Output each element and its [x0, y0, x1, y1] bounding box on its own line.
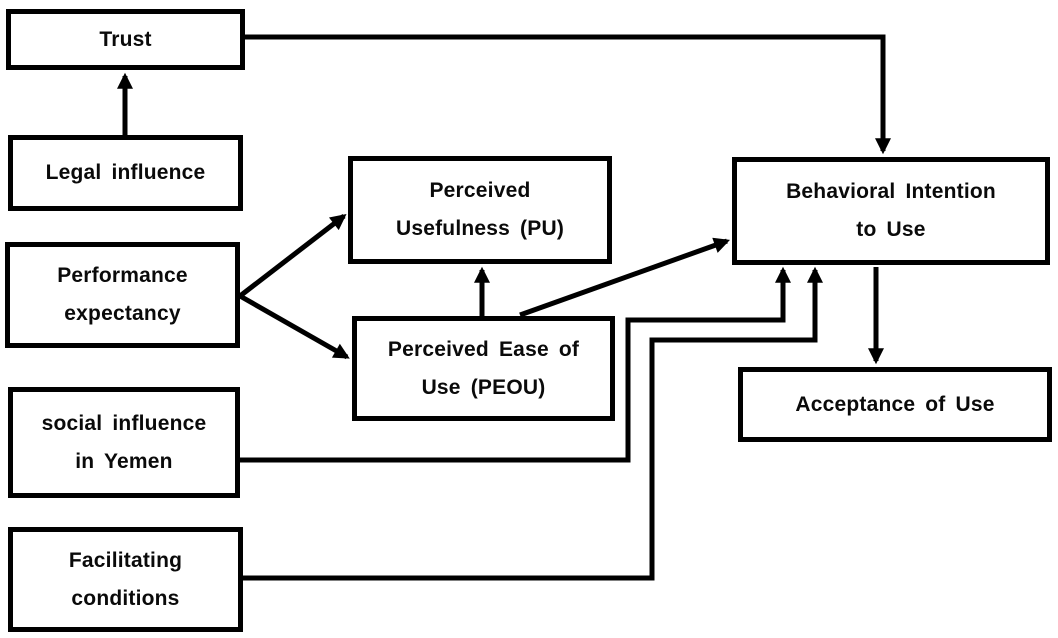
node-label-perceived-usefulness: Perceived Usefulness (PU) [395, 179, 565, 240]
node-label-social-influence: social influence in Yemen [41, 411, 207, 473]
node-performance-expectancy: Performance expectancy [5, 242, 240, 348]
node-legal-influence: Legal influence [8, 135, 243, 211]
node-label-trust: Trust [99, 27, 152, 51]
node-perceived-ease-of-use: Perceived Ease of Use (PEOU) [352, 316, 615, 421]
node-perceived-usefulness: Perceived Usefulness (PU) [348, 156, 612, 264]
node-label-acceptance-of-use: Acceptance of Use [795, 392, 995, 416]
arrow-trust-to-behavioral-intention [245, 34, 891, 155]
node-trust: Trust [6, 9, 245, 70]
arrow-performance-to-perceived-usefulness [238, 214, 347, 298]
node-label-behavioral-intention: Behavioral Intention to Use [786, 180, 996, 241]
node-behavioral-intention: Behavioral Intention to Use [732, 157, 1050, 265]
arrow-performance-to-perceived-ease-of-use [238, 293, 350, 360]
arrow-social-influence-to-behavioral-intention [240, 266, 791, 463]
node-label-facilitating-conditions: Facilitating conditions [68, 548, 183, 610]
node-social-influence: social influence in Yemen [8, 387, 240, 498]
node-label-performance-expectancy: Performance expectancy [57, 264, 188, 325]
node-acceptance-of-use: Acceptance of Use [738, 367, 1052, 442]
node-label-legal-influence: Legal influence [45, 161, 206, 184]
arrows-group [117, 34, 891, 581]
node-facilitating-conditions: Facilitating conditions [8, 527, 243, 632]
node-label-perceived-ease-of-use: Perceived Ease of Use (PEOU) [387, 337, 580, 399]
arrow-facilitating-to-behavioral-intention [243, 266, 823, 581]
arrow-peou-to-behavioral-intention [519, 237, 731, 318]
